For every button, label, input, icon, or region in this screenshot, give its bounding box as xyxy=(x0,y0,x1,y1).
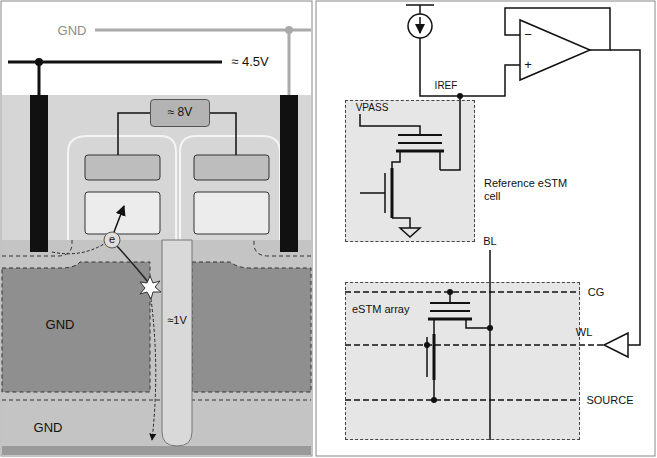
channel xyxy=(396,150,444,153)
junction-dot xyxy=(447,289,453,295)
signal-name: WL xyxy=(576,326,593,338)
block-label: Reference eSTM cell xyxy=(484,177,568,202)
substrate xyxy=(2,240,311,455)
signal-name: BL xyxy=(483,235,496,247)
contact-plug xyxy=(280,95,298,252)
voltage-label: ≈ 4.5V xyxy=(231,55,269,69)
wl-line xyxy=(345,344,604,346)
wire xyxy=(392,218,410,228)
well-right xyxy=(192,262,311,392)
junction-dot xyxy=(431,397,437,403)
feedback-wire xyxy=(505,8,610,50)
signal-name: SOURCE xyxy=(586,394,633,406)
injection-arrow xyxy=(114,206,124,232)
electron-path xyxy=(117,246,148,282)
wire xyxy=(360,114,420,135)
control-gate xyxy=(194,155,269,180)
junction-dot xyxy=(35,58,43,66)
spacer-outline xyxy=(180,136,280,240)
cg-line xyxy=(345,291,580,293)
signal-name: IREF xyxy=(435,80,458,91)
panel-frame xyxy=(1,1,312,456)
ground-label: GND xyxy=(58,24,87,38)
contact-plug xyxy=(30,95,48,252)
well-boundary xyxy=(2,400,311,401)
floating-gate xyxy=(85,192,160,234)
current-arrow xyxy=(419,17,421,33)
box-fill xyxy=(345,282,580,440)
buffer xyxy=(604,333,628,357)
ground-label: GND xyxy=(46,318,75,332)
junction-dot xyxy=(487,325,493,331)
electron-label: e xyxy=(109,233,115,245)
electron xyxy=(104,232,120,248)
supply xyxy=(406,5,434,14)
impact-star xyxy=(140,276,161,299)
pin-sign: + xyxy=(524,58,532,72)
wire xyxy=(420,38,520,96)
trench xyxy=(162,240,192,446)
channel xyxy=(391,168,394,218)
control-gate xyxy=(85,155,160,180)
well-left xyxy=(2,262,150,392)
signal-name: CG xyxy=(588,286,605,298)
supply-line xyxy=(38,62,41,95)
wire xyxy=(210,113,236,155)
voltage-box: ≈ 8V xyxy=(150,99,210,127)
select-gate xyxy=(360,173,385,213)
op-amp xyxy=(520,20,590,80)
floating-gate xyxy=(194,192,269,234)
hole-path xyxy=(151,299,156,440)
junction-dot xyxy=(285,26,293,34)
junction-dot xyxy=(424,342,430,348)
wire xyxy=(392,151,440,170)
block-label: eSTM array xyxy=(352,303,409,316)
channel xyxy=(433,334,436,380)
wire xyxy=(440,96,460,170)
wire xyxy=(434,319,490,334)
block-label: ≈ 8V xyxy=(168,106,193,120)
gnd-line xyxy=(288,30,291,95)
substrate-bottom xyxy=(2,446,311,455)
gate-plates xyxy=(398,135,442,143)
signal-name: VPASS xyxy=(356,102,389,113)
box-fill xyxy=(345,100,475,242)
gate-plates xyxy=(430,303,470,311)
dashed-block: Reference eSTM cell xyxy=(345,100,475,242)
gnd-line xyxy=(95,29,311,32)
ground-label: GND xyxy=(34,421,63,435)
panel-frame xyxy=(316,1,655,456)
dielectric xyxy=(2,95,311,240)
source-line xyxy=(345,399,580,401)
junction-dot xyxy=(457,93,463,99)
ground-symbol xyxy=(400,228,420,237)
wire xyxy=(118,113,150,155)
pin-sign: − xyxy=(524,28,532,42)
spacer-outline xyxy=(68,136,176,240)
dashed-block: eSTM array xyxy=(345,282,580,440)
electron-path xyxy=(52,244,104,254)
wire xyxy=(610,50,640,345)
voltage-label: ≈1V xyxy=(167,314,187,326)
current-source xyxy=(408,14,432,38)
